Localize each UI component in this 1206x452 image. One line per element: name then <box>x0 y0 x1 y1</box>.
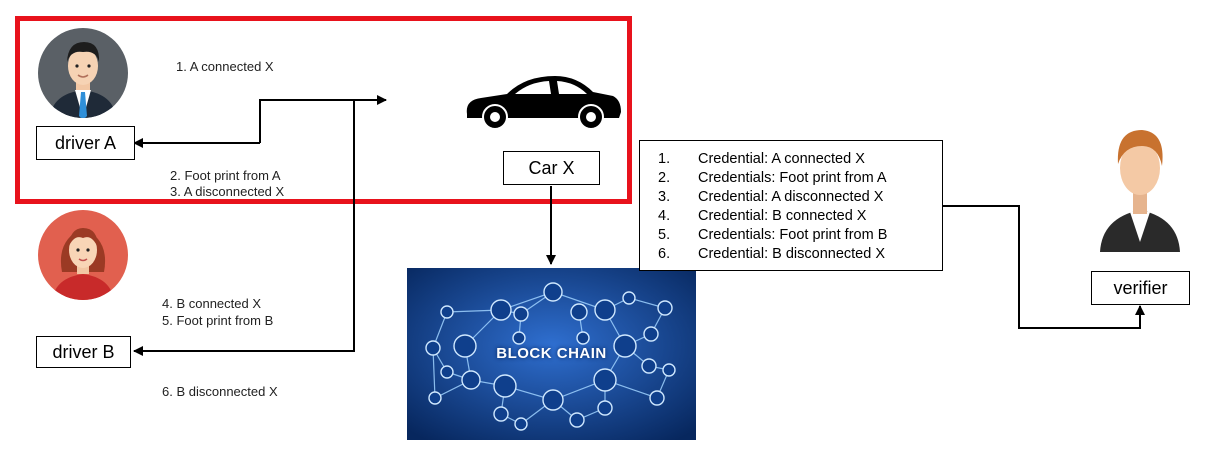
connector-b-car <box>133 100 355 356</box>
woman-avatar-icon <box>38 210 128 300</box>
credential-item: 5.Credentials: Foot print from B <box>658 227 888 243</box>
blockchain-label: BLOCK CHAIN <box>496 345 607 362</box>
driver-a-label: driver A <box>36 126 135 160</box>
event-1: 1. A connected X <box>176 59 274 74</box>
credentials-box: 1.Credential: A connected X 2.Credential… <box>639 140 943 271</box>
man-avatar-icon <box>38 28 128 118</box>
driver-b-label: driver B <box>36 336 131 368</box>
connector-cred-verifier <box>943 205 1145 329</box>
car-icon <box>463 70 623 132</box>
blockchain-graphic: BLOCK CHAIN <box>407 268 696 440</box>
event-4: 4. B connected X <box>162 296 262 311</box>
connector-a-car <box>259 95 387 143</box>
credential-item: 2.Credentials: Foot print from A <box>658 170 887 186</box>
event-2: 2. Foot print from A <box>170 168 281 183</box>
credentials-list: 1.Credential: A connected X 2.Credential… <box>658 150 942 264</box>
event-3: 3. A disconnected X <box>170 184 285 199</box>
credential-item: 4.Credential: B connected X <box>658 208 867 224</box>
blockchain-network-icon <box>407 268 696 440</box>
verifier-label: verifier <box>1091 271 1190 305</box>
highlight-frame <box>15 16 632 204</box>
credential-item: 1.Credential: A connected X <box>658 151 865 167</box>
event-6: 6. B disconnected X <box>162 384 278 399</box>
verifier-avatar-icon <box>1094 120 1186 260</box>
credential-item: 3.Credential: A disconnected X <box>658 189 884 205</box>
car-x-label: Car X <box>503 151 600 185</box>
event-5: 5. Foot print from B <box>162 313 274 328</box>
credential-item: 6.Credential: B disconnected X <box>658 246 885 262</box>
